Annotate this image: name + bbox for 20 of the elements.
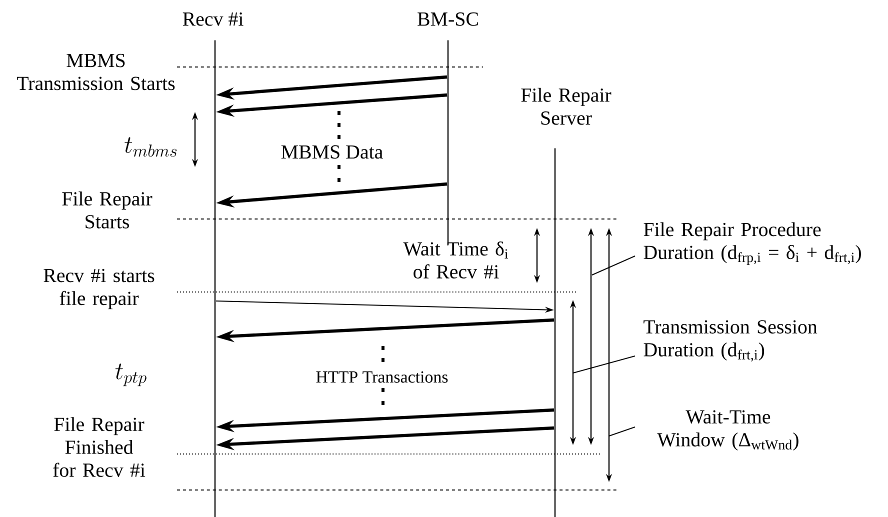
- leader-line: [608, 426, 636, 436]
- text-label: File Repair Starts: [62, 192, 152, 228]
- annotation-text: Wait-Time Window (Δ$_{wtWnd}$): [657, 410, 798, 451]
- annotation-text: Transmission Session Duration (d$_{frt,i}$): [644, 320, 818, 362]
- leader-line: [592, 256, 636, 276]
- text-label: Wait Time δ$_{i}$ of Recv #i: [403, 241, 508, 278]
- lifeline: Recv #i: [182, 12, 244, 517]
- math-label: $t_{ptp}$: [115, 364, 146, 386]
- text-label: Recv #i starts file repair: [44, 268, 154, 310]
- text-label: HTTP Transactions: [316, 371, 448, 383]
- node-label: Recv #i: [182, 12, 244, 26]
- math-label: $t_{mbms}$: [124, 137, 177, 157]
- node-label: BM-SC: [418, 12, 478, 26]
- leader-line: [572, 356, 636, 374]
- lifeline: File Repair Server: [521, 88, 612, 517]
- text-label: MBMS Data: [281, 145, 383, 159]
- node-label: File Repair Server: [521, 88, 612, 125]
- text-label: File Repair Finished for Recv #i: [53, 417, 146, 477]
- annotation-text: File Repair Procedure Duration (d$_{frp,i}$ = δ$_{i}$ + d$_{frt,i}$): [644, 222, 861, 265]
- text-label: MBMS Transmission Starts: [17, 54, 175, 90]
